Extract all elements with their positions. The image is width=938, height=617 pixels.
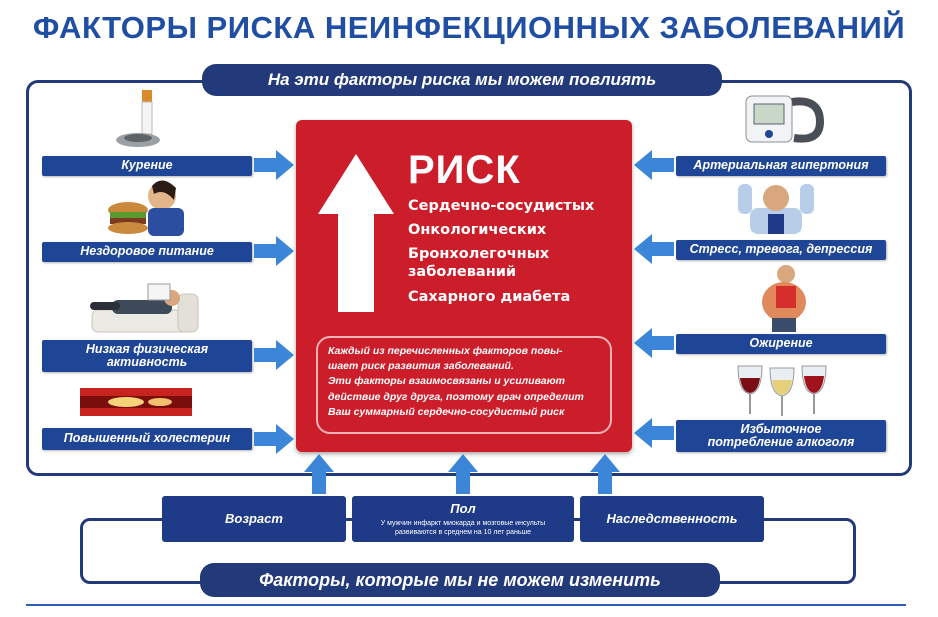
arrow-right-1 [634, 150, 674, 180]
factor-sex: Пол У мужчин инфаркт миокарда и мозговые… [352, 496, 574, 542]
non-modifiable-header: Факторы, которые мы не можем изменить [200, 563, 720, 597]
arrow-left-2 [254, 236, 294, 266]
arrow-left-1 [254, 150, 294, 180]
stressed-person-icon [738, 184, 814, 234]
arrow-right-2 [634, 234, 674, 264]
factor-age: Возраст [162, 496, 346, 542]
factor-low-activity: Низкая физическая активность [42, 340, 252, 372]
unhealthy-food-icon [108, 180, 184, 236]
factor-unhealthy-diet: Нездоровое питание [42, 242, 252, 262]
factor-smoking: Курение [42, 156, 252, 176]
obese-person-icon [762, 265, 806, 332]
up-arrow-icon [318, 154, 394, 312]
arrow-left-3 [254, 340, 294, 370]
note-line: действие друг друга, поэтому врач опреде… [328, 390, 584, 403]
arrow-up-1 [304, 454, 334, 494]
blood-pressure-monitor-icon [745, 95, 824, 143]
cigarette-icon [116, 90, 160, 147]
risk-list: Сердечно-сосудистых Онкологических Бронх… [408, 197, 628, 312]
factor-heredity: Наследственность [580, 496, 764, 542]
wine-glasses-icon [737, 365, 827, 416]
factor-hypertension: Артериальная гипертония [676, 156, 886, 176]
modifiable-header: На эти факторы риска мы можем повлиять [202, 64, 722, 96]
bottom-divider [26, 604, 906, 606]
risk-item: Бронхолегочных заболеваний [408, 246, 550, 281]
note-line: Ваш суммарный сердечно-сосудистый риск [328, 405, 565, 418]
arrow-up-2 [448, 454, 478, 494]
poster-title: ФАКТОРЫ РИСКА НЕИНФЕКЦИОННЫХ ЗАБОЛЕВАНИЙ [32, 10, 906, 45]
factor-alcohol: Избыточное потребление алкоголя [676, 420, 886, 452]
factor-obesity: Ожирение [676, 334, 886, 354]
arrow-right-3 [634, 328, 674, 358]
arrow-left-4 [254, 424, 294, 454]
risk-item: Сердечно-сосудистых [408, 198, 595, 214]
risk-item: Онкологических [408, 222, 547, 239]
risk-note: Каждый из перечисленных факторов повы- ш… [316, 336, 612, 434]
arrow-right-4 [634, 418, 674, 448]
arrow-up-3 [590, 454, 620, 494]
sedentary-person-icon [90, 283, 199, 333]
risk-item: Сахарного диабета [408, 288, 571, 305]
artery-plaque-icon [80, 388, 192, 416]
note-line: шает риск развития заболеваний. [328, 360, 514, 373]
note-line: Каждый из перечисленных факторов повы- [328, 345, 563, 357]
note-line: Эти факторы взаимосвязаны и усиливают [328, 375, 565, 388]
factor-stress: Стресс, тревога, депрессия [676, 240, 886, 260]
risk-title: РИСК [408, 148, 521, 192]
factor-high-cholesterol: Повышенный холестерин [42, 428, 252, 450]
